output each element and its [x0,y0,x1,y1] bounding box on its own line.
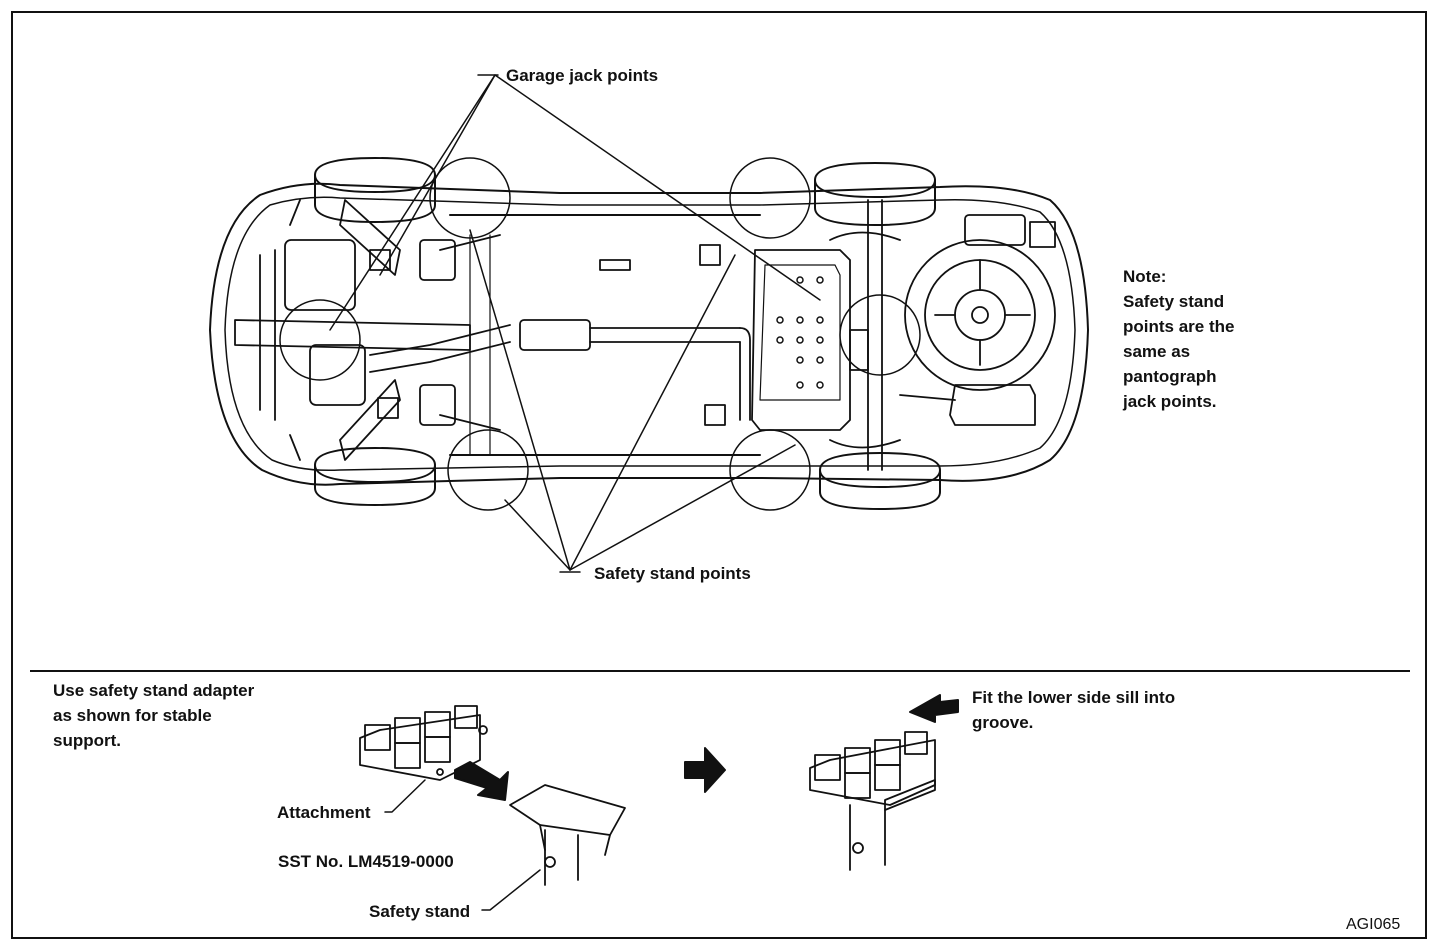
lower-leaders [384,779,541,911]
wheels [314,157,941,510]
section-divider [30,670,1410,672]
figure-code: AGI065 [1346,916,1401,933]
adapter-instruction: Use safety stand adapter as shown for st… [53,678,254,753]
rear-axle [829,199,901,471]
note-line: same as [1123,342,1191,361]
spare-tire [904,239,1056,391]
safety-stand-point-circles [279,157,921,511]
safety-stand-points-label: Safety stand points [594,564,751,583]
instruction-line: Fit the lower side sill into [972,688,1176,707]
garage-jack-points-label: Garage jack points [506,66,659,85]
note-line: points are the [1123,317,1235,336]
diagram-frame [11,11,1427,939]
groove-instruction: Fit the lower side sill into groove. [972,685,1175,735]
instruction-line: Use safety stand adapter [53,681,255,700]
safety-stand-adapter [509,784,626,886]
fuel-tank [751,249,851,431]
exhaust-system [369,234,751,456]
arrow-next-step [684,747,726,793]
car-body-outline [209,182,1089,486]
attachment-block [359,705,488,781]
fitted-block [809,731,936,871]
arrow-attach-down [454,761,509,801]
note-line: Note: [1123,267,1167,286]
front-suspension [234,199,501,461]
note-text: Note: Safety stand points are the same a… [1123,264,1234,414]
arrow-fit-groove [909,694,959,723]
instruction-line: support. [53,731,121,750]
sst-number-label: SST No. LM4519-0000 [278,852,454,871]
rear-muffler [899,214,1056,426]
attachment-label: Attachment [277,803,371,822]
note-line: jack points. [1123,392,1217,411]
note-line: pantograph [1123,367,1217,386]
instruction-line: groove. [972,713,1034,732]
safety-stand-leaders [469,229,796,573]
note-line: Safety stand [1123,292,1225,311]
garage-jack-leaders [329,74,821,331]
instruction-line: as shown for stable [53,706,212,725]
safety-stand-label: Safety stand [369,902,471,921]
